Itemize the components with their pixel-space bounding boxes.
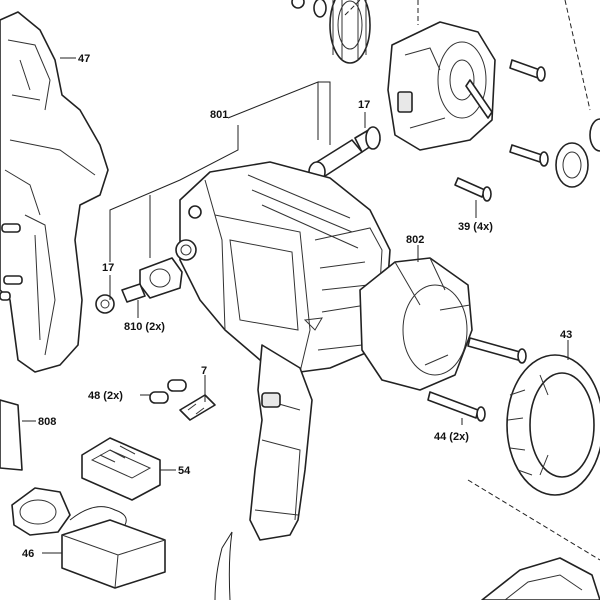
pins-48 — [149, 379, 187, 404]
dash-line-3 — [467, 479, 600, 561]
electronics-module — [11, 487, 166, 589]
left-housing-shell — [0, 11, 109, 373]
label-17-top: 17 — [358, 99, 370, 111]
armature-shaft — [308, 126, 381, 183]
ball-bearing — [555, 118, 600, 188]
handle-grip — [249, 344, 313, 541]
label-810: 810 (2x) — [124, 321, 165, 333]
brush-holder — [95, 257, 183, 314]
label-17-left: 17 — [102, 262, 114, 274]
label-47: 47 — [78, 53, 90, 65]
label-7: 7 — [201, 365, 207, 377]
stator-ring — [359, 257, 473, 391]
field-ring — [506, 354, 600, 496]
screws-44 — [427, 337, 527, 422]
label-card — [0, 399, 23, 471]
motor-housing — [175, 161, 391, 373]
leader-lines — [22, 57, 569, 554]
label-801: 801 — [210, 109, 228, 121]
switch-module — [81, 437, 161, 501]
label-808: 808 — [38, 416, 56, 428]
top-gear — [313, 0, 371, 64]
dash-line-4 — [344, 0, 361, 16]
small-block-7 — [179, 394, 216, 421]
dash-line-2 — [564, 0, 591, 111]
top-small-washer — [291, 0, 305, 9]
left-small-screws — [0, 223, 23, 301]
label-43: 43 — [560, 329, 572, 341]
gear-housing — [387, 21, 496, 151]
label-44: 44 (2x) — [434, 431, 469, 443]
label-54: 54 — [178, 465, 191, 477]
power-cord — [214, 531, 233, 600]
bottom-right-detail — [504, 574, 583, 600]
label-802: 802 — [406, 234, 424, 246]
label-39: 39 (4x) — [458, 221, 493, 233]
label-48: 48 (2x) — [88, 390, 123, 402]
screws-39 — [454, 59, 549, 202]
label-46: 46 — [22, 548, 34, 560]
